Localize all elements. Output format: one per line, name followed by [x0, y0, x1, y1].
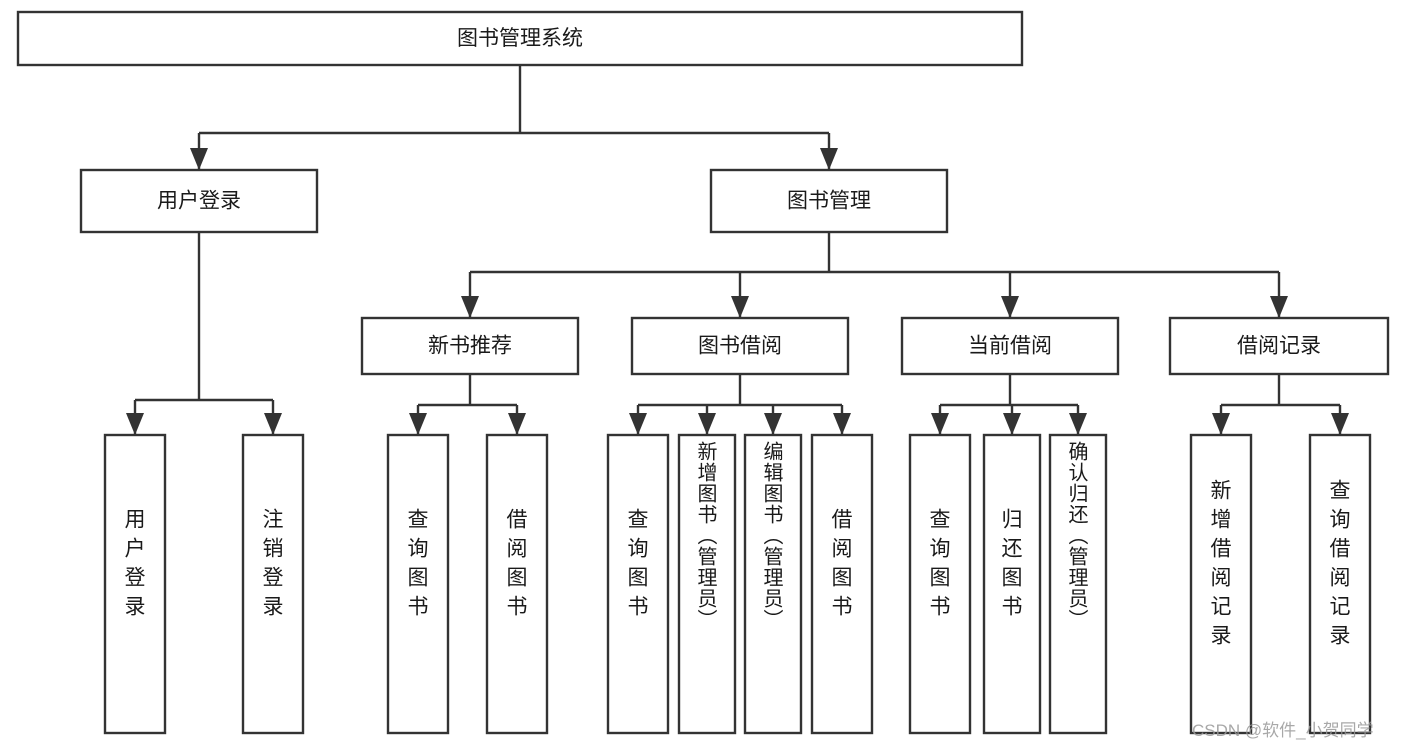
- node-label-book-manage: 图书管理: [787, 190, 871, 213]
- node-box-leaf-query-book-borrow: [606, 433, 670, 735]
- node-label-book-borrow: 图书借阅: [698, 335, 782, 358]
- node-box-leaf-query-book-rec: [386, 433, 450, 735]
- arrow-head: [820, 148, 838, 170]
- arrow-head: [931, 413, 949, 435]
- arrow-head: [1331, 413, 1349, 435]
- node-box-leaf-return-book: [982, 433, 1042, 735]
- node-box-leaf-logout-login: [241, 433, 305, 735]
- node-box-leaf-borrow-book: [810, 433, 874, 735]
- arrow-head: [1069, 413, 1087, 435]
- node-box-leaf-query-borrow-record: [1308, 433, 1372, 735]
- node-box-book-manage: [709, 168, 949, 234]
- node-box-new-book-recommend: [360, 316, 580, 376]
- node-box-current-borrow: [900, 316, 1120, 376]
- node-label-root: 图书管理系统: [457, 27, 583, 50]
- csdn-watermark: CSDN @软件_小贺同学: [1192, 721, 1374, 740]
- arrow-head: [1212, 413, 1230, 435]
- arrow-head: [264, 413, 282, 435]
- node-label-new-book-recommend: 新书推荐: [428, 335, 512, 358]
- node-box-leaf-edit-book-admin: [743, 433, 803, 735]
- node-box-leaf-query-book-cur: [908, 433, 972, 735]
- node-box-leaf-add-book-admin: [677, 433, 737, 735]
- connector-layer: [126, 65, 1349, 435]
- arrow-head: [1003, 413, 1021, 435]
- node-box-borrow-record: [1168, 316, 1390, 376]
- arrow-head: [190, 148, 208, 170]
- node-box-leaf-user-login: [103, 433, 167, 735]
- node-box-leaf-borrow-book-rec: [485, 433, 549, 735]
- box-layer: [16, 10, 1390, 735]
- arrow-head: [1270, 296, 1288, 318]
- node-label-user-login: 用户登录: [157, 190, 241, 213]
- node-label-borrow-record: 借阅记录: [1237, 335, 1321, 358]
- node-box-book-borrow: [630, 316, 850, 376]
- arrow-head: [629, 413, 647, 435]
- arrow-head: [461, 296, 479, 318]
- node-box-root: [16, 10, 1024, 67]
- arrow-head: [698, 413, 716, 435]
- node-box-leaf-add-borrow-record: [1189, 433, 1253, 735]
- arrow-head: [833, 413, 851, 435]
- arrow-head: [764, 413, 782, 435]
- arrow-head: [409, 413, 427, 435]
- arrow-head: [126, 413, 144, 435]
- node-box-leaf-confirm-return-admin: [1048, 433, 1108, 735]
- node-label-current-borrow: 当前借阅: [968, 335, 1052, 358]
- node-box-user-login: [79, 168, 319, 234]
- arrow-head: [731, 296, 749, 318]
- arrow-head: [1001, 296, 1019, 318]
- arrow-head: [508, 413, 526, 435]
